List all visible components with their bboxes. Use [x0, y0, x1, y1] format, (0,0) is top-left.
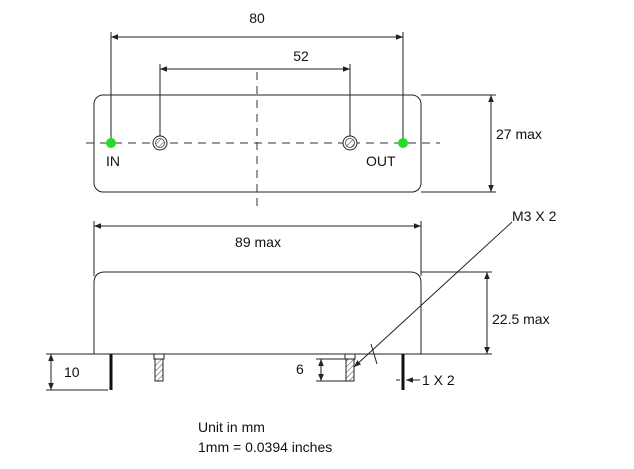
side-view: 89 max 22.5 max 10 6 M3 [46, 208, 557, 391]
pin-out-marker [398, 138, 408, 148]
dim-80-label: 80 [249, 10, 265, 26]
conversion-note: 1mm = 0.0394 inches [198, 439, 333, 455]
pin-in-marker [106, 138, 116, 148]
mounting-hole-right [342, 135, 358, 151]
screw-dim-tick [370, 343, 378, 365]
pin-out-label: OUT [366, 153, 396, 169]
top-view: 80 52 IN OUT 27 max [86, 10, 542, 212]
unit-note: Unit in mm [198, 419, 265, 435]
unit-notes: Unit in mm 1mm = 0.0394 inches [198, 417, 332, 457]
dim-52-label: 52 [293, 48, 309, 64]
mounting-hole-left [152, 135, 168, 151]
side-view-outline [93, 271, 422, 355]
screw-label: M3 X 2 [512, 208, 557, 224]
dim-22-label: 22.5 max [492, 311, 550, 327]
dim-89-label: 89 max [235, 234, 281, 250]
stud-right [344, 353, 356, 382]
pin-in-label: IN [106, 153, 120, 169]
dim-6-label: 6 [296, 361, 304, 377]
screw-leader-line [353, 221, 513, 368]
stud-left [153, 353, 165, 382]
pin-size-label: 1 X 2 [422, 372, 455, 388]
dim-10-label: 10 [64, 364, 80, 380]
dim-27-label: 27 max [496, 126, 542, 142]
